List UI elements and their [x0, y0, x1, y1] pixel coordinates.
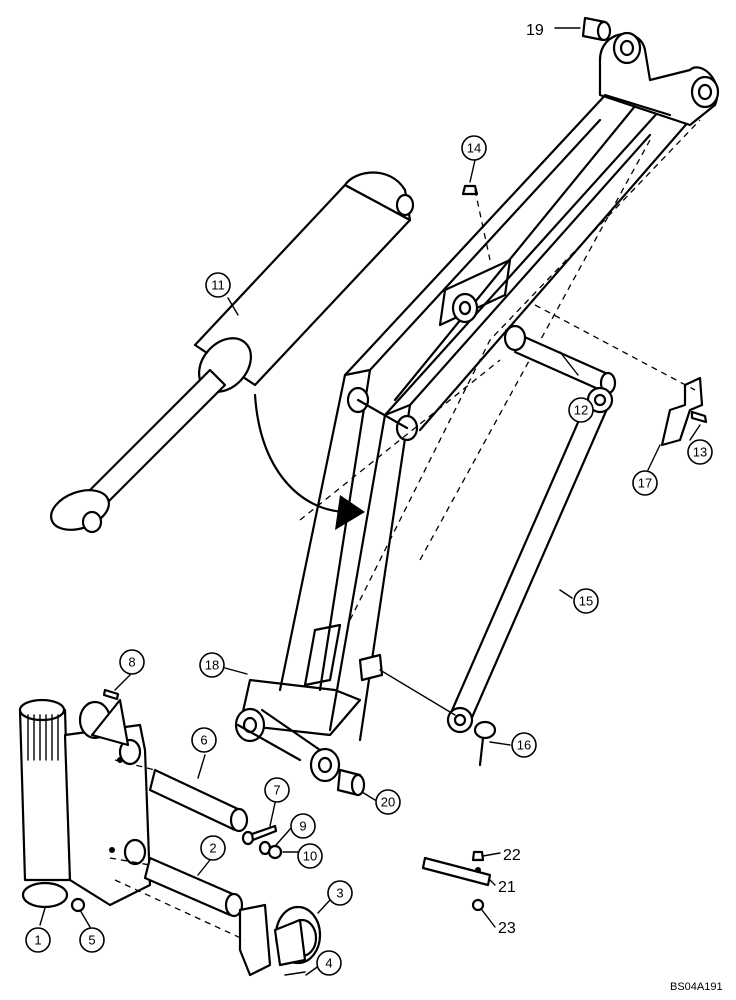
svg-text:13: 13: [693, 445, 707, 460]
svg-text:5: 5: [88, 933, 95, 948]
bushing-19: [581, 16, 612, 42]
callout-18: 18: [199, 652, 225, 678]
nut-10: [267, 844, 283, 860]
callout-7: 7: [264, 777, 290, 803]
label-21: 21: [498, 879, 516, 896]
callout-5: 5: [79, 927, 105, 953]
callout-10: 10: [297, 843, 323, 869]
label-23: 23: [498, 920, 516, 937]
drawing-code: BS04A191: [670, 981, 723, 993]
shim-21: [421, 856, 492, 887]
svg-text:12: 12: [574, 403, 588, 418]
callout-2: 2: [200, 835, 226, 861]
svg-text:4: 4: [325, 956, 332, 971]
boom-assembly: [234, 31, 720, 783]
pin-6: [114, 759, 249, 833]
svg-text:18: 18: [205, 658, 219, 673]
svg-text:15: 15: [579, 594, 593, 609]
callout-20: 20: [375, 789, 401, 815]
nut-5: [70, 897, 86, 913]
snubber-3: [114, 879, 322, 977]
svg-text:10: 10: [303, 849, 317, 864]
callout-14: 14: [461, 135, 487, 161]
svg-text:2: 2: [209, 841, 216, 856]
callout-3: 3: [327, 880, 353, 906]
svg-text:1: 1: [34, 933, 41, 948]
swing-tower: [18, 698, 152, 909]
callout-12: 12: [568, 397, 594, 423]
hydraulic-cylinder: [50, 171, 415, 534]
callout-8: 8: [119, 649, 145, 675]
callout-9: 9: [290, 813, 316, 839]
bolt-4: [284, 971, 306, 976]
bolt-8: [102, 688, 120, 701]
svg-text:16: 16: [517, 738, 531, 753]
callout-1: 1: [25, 927, 51, 953]
retainer-plate-17: [534, 304, 704, 447]
callout-17: 17: [632, 470, 658, 496]
callout-6: 6: [191, 727, 217, 753]
svg-text:14: 14: [467, 141, 481, 156]
callout-15: 15: [573, 588, 599, 614]
svg-text:6: 6: [200, 733, 207, 748]
leader-lines: [39, 27, 701, 976]
svg-text:9: 9: [299, 819, 306, 834]
callout-16: 16: [511, 732, 537, 758]
bolt-7: [241, 824, 278, 846]
svg-text:3: 3: [336, 886, 343, 901]
bolt-13: [690, 410, 708, 424]
callout-11: 11: [205, 272, 231, 298]
svg-text:20: 20: [381, 795, 395, 810]
pin-2: [109, 856, 244, 918]
nut-23: [471, 898, 485, 912]
label-19: 19: [526, 22, 544, 39]
callout-13: 13: [687, 439, 713, 465]
link-15: [379, 386, 614, 734]
svg-text:11: 11: [211, 278, 225, 293]
label-22: 22: [503, 847, 521, 864]
bolt-22: [471, 850, 485, 862]
svg-text:17: 17: [638, 476, 652, 491]
svg-text:7: 7: [273, 783, 280, 798]
pin-12: [503, 324, 617, 395]
svg-text:8: 8: [128, 655, 135, 670]
callout-4: 4: [316, 950, 342, 976]
grease-fitting-14: [461, 184, 491, 261]
bushing-20: [336, 768, 366, 797]
linch-pin-16: [473, 720, 497, 767]
